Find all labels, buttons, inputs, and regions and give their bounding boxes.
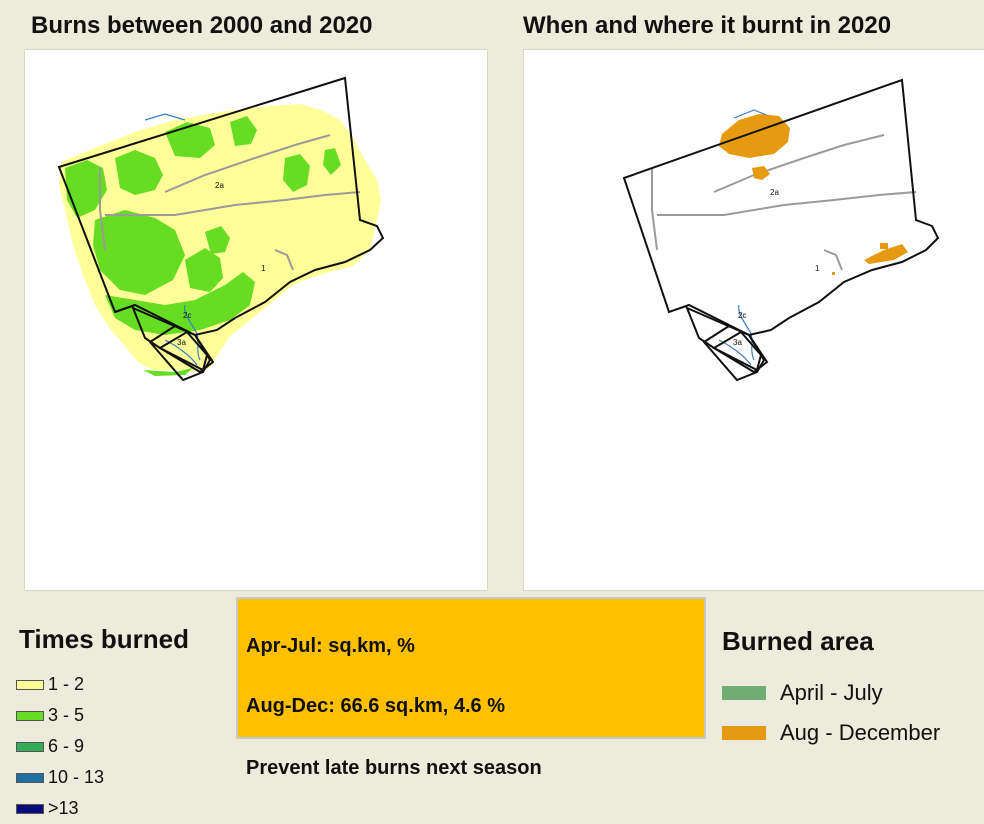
road-lines	[99, 134, 361, 271]
summary-recommendation: Prevent late burns next season	[246, 757, 542, 779]
legend-swatch	[16, 679, 44, 690]
legend-swatch	[16, 772, 44, 783]
right-map[interactable]: 2a 1 2c 3a	[523, 49, 984, 591]
unit-label-1: 1	[815, 264, 820, 273]
legend-label: 1 - 2	[48, 674, 85, 694]
times-burned-legend-title: Times burned	[19, 624, 190, 654]
legend-item-1-2: 1 - 2	[16, 674, 84, 695]
legend-label: 6 - 9	[48, 736, 85, 756]
legend-label: 3 - 5	[48, 705, 85, 725]
unit-label-3a: 3a	[733, 338, 742, 347]
unit-label-1: 1	[261, 264, 266, 273]
unit-label-2c: 2c	[738, 311, 746, 320]
legend-item-april-july: April - July	[722, 680, 883, 706]
burn-summary-box: Apr-Jul: sq.km, % Aug-Dec: 66.6 sq.km, 4…	[236, 597, 706, 779]
unit-label-3a: 3a	[177, 338, 186, 347]
legend-swatch	[722, 686, 766, 700]
legend-label: 10 - 13	[48, 767, 105, 787]
unit-boundaries	[57, 76, 385, 382]
left-map-title: Burns between 2000 and 2020	[31, 12, 373, 39]
legend-swatch	[722, 726, 766, 740]
unit-label-2a: 2a	[215, 181, 224, 190]
legend-label: April - July	[780, 680, 883, 705]
legend-item-10-13: 10 - 13	[16, 767, 104, 788]
road-lines	[651, 134, 917, 271]
legend-item-3-5: 3 - 5	[16, 705, 84, 726]
legend-item-aug-december: Aug - December	[722, 720, 940, 746]
legend-swatch	[16, 803, 44, 814]
unit-label-2a: 2a	[770, 188, 779, 197]
unit-label-2c: 2c	[183, 311, 191, 320]
left-map[interactable]: 2a 1 2c 3a	[24, 49, 488, 591]
left-map-canvas: 2a 1 2c 3a	[57, 76, 385, 382]
right-map-title: When and where it burnt in 2020	[523, 12, 892, 39]
summary-apr-jul: Apr-Jul: sq.km, %	[246, 635, 415, 657]
legend-item-over-13: >13	[16, 798, 79, 819]
legend-item-6-9: 6 - 9	[16, 736, 84, 757]
stream-lines	[144, 113, 201, 366]
burn-area-aug-december	[719, 114, 908, 275]
unit-boundaries	[622, 78, 940, 382]
legend-swatch	[16, 741, 44, 752]
summary-aug-dec: Aug-Dec: 66.6 sq.km, 4.6 %	[246, 695, 505, 717]
right-map-canvas: 2a 1 2c 3a	[622, 78, 940, 382]
legend-label: >13	[48, 798, 79, 818]
legend-label: Aug - December	[780, 720, 941, 745]
legend-swatch	[16, 710, 44, 721]
burned-area-legend-title: Burned area	[722, 626, 874, 656]
